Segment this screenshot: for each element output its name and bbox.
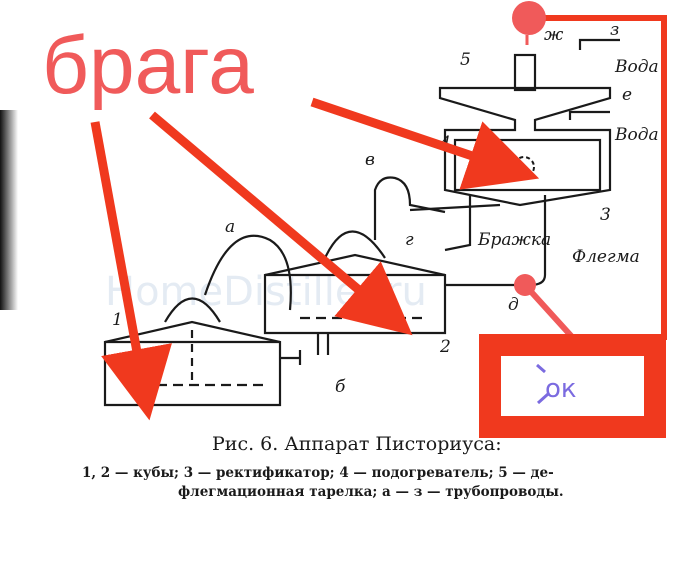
label-b: б [335,377,346,397]
label-water-top: Вода [614,57,659,77]
label-a: а [225,217,235,237]
annotation-arrows [90,97,540,421]
label-3: 3 [600,205,611,225]
label-brazhka: Бражка [477,230,551,250]
annotation-line-top [530,15,667,340]
pipe-v [373,176,446,240]
label-g: г [405,230,414,250]
caption-line-1: 1, 2 — кубы; 3 — ректификатор; 4 — подог… [82,465,554,481]
annotation-box [479,334,666,438]
caption-line-2: флегмационная тарелка; а — з — трубопров… [178,484,564,500]
caption-title: Рис. 6. Аппарат Писториуса: [212,433,502,455]
label-1: 1 [112,310,123,330]
arrow-to-cube-1 [90,121,172,421]
pipe-a [203,234,292,311]
label-d: д [508,295,519,315]
photo-edge-shadow [0,110,18,310]
annotation-dot-d [514,274,536,296]
annotation-ok-label: ок [545,374,577,404]
arrow-to-cube-2 [149,111,413,336]
label-zh: ж [544,25,564,45]
label-e: е [622,85,632,105]
label-water-mid: Вода [614,125,659,145]
label-v: в [365,150,375,170]
label-2: 2 [439,337,451,357]
annotation-dot-top [512,1,546,35]
arrow-to-heater [310,97,540,190]
label-z: з [610,20,619,40]
annotation-braga-label: брага [42,20,254,111]
label-5: 5 [460,50,471,70]
ok-dashes [536,363,550,405]
label-flegma: Флегма [572,247,640,267]
